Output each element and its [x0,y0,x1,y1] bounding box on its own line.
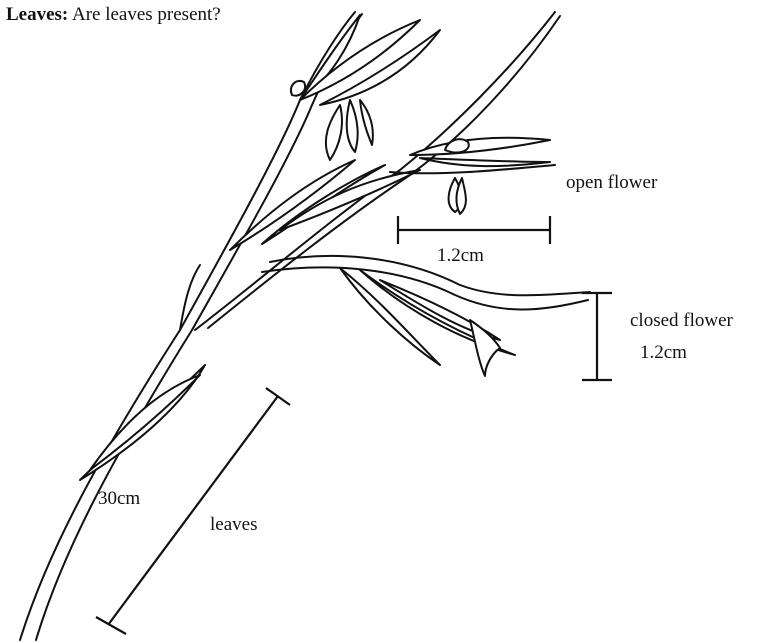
leaves-length-label: 30cm [98,488,140,509]
lower-leaves [80,365,205,480]
leaves-scale-bar [96,388,290,634]
leaves-label: leaves [210,514,257,535]
open-flower-scale-bar [398,216,550,244]
closed-flower-label: closed flower [630,310,734,331]
open-flower [390,138,555,214]
main-stem [20,12,362,640]
open-flower-label: open flower [566,172,658,193]
closed-flower-size-label: 1.2cm [640,342,687,363]
closed-flower-scale-bar [582,293,612,380]
closed-flower-branch [262,256,590,376]
open-flower-size-label: 1.2cm [437,245,484,266]
